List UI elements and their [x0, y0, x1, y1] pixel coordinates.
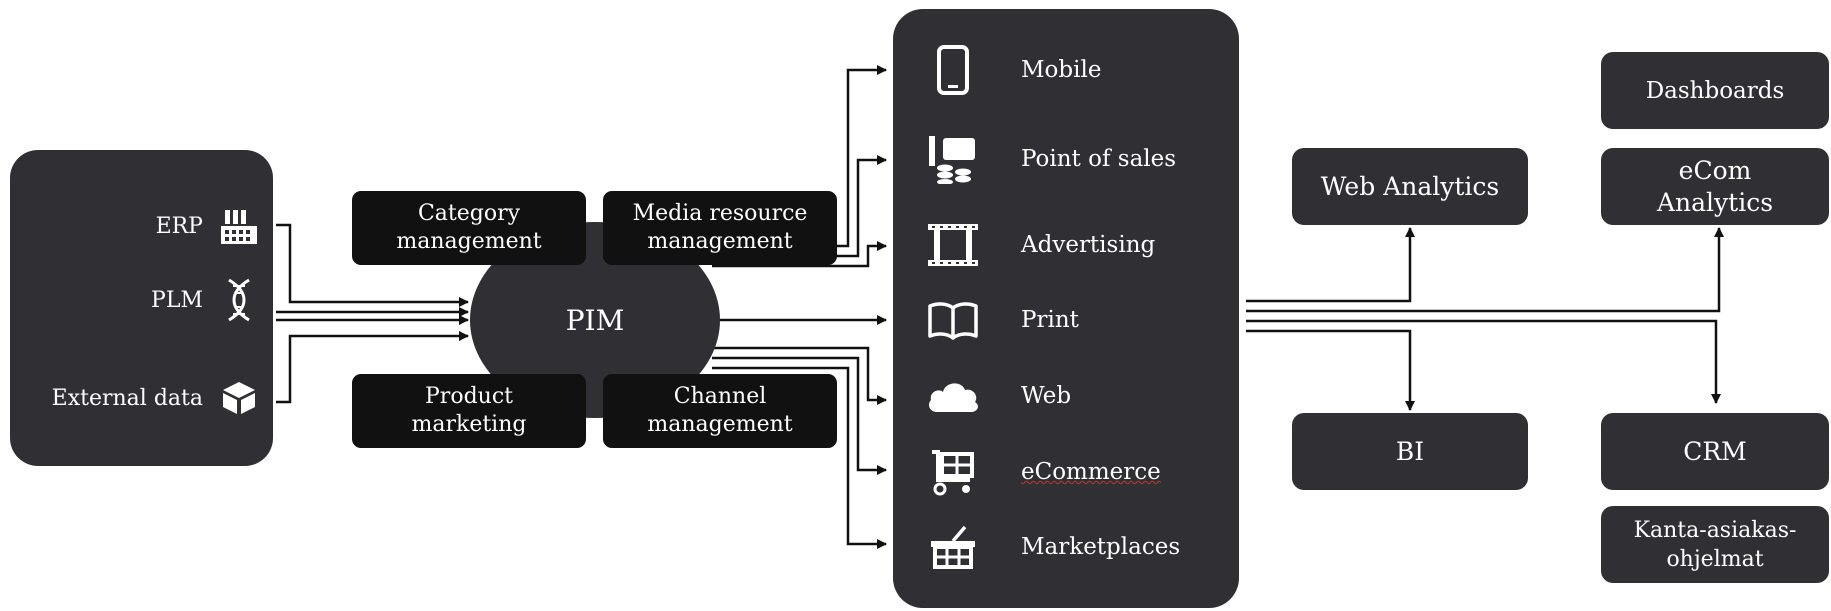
sources-panel: ERP PLM External data [10, 150, 273, 466]
shopping-cart-icon [923, 449, 983, 496]
pim-label: PIM [565, 303, 625, 337]
web-analytics-box: Web Analytics [1292, 148, 1528, 225]
channel-row-marketplaces: Marketplaces [923, 524, 1180, 570]
source-label-plm: PLM [151, 287, 203, 313]
factory-icon [219, 206, 259, 246]
pim-to-advertising-arrow [712, 241, 887, 268]
to-crm-arrow [1246, 319, 1721, 404]
pim-to-web-arrow [712, 346, 887, 405]
external-to-pim-arrow [276, 331, 469, 404]
dashboards-box: Dashboards [1601, 52, 1829, 129]
channel-row-mobile: Mobile [923, 45, 1102, 95]
channel-row-advertising: Advertising [923, 222, 1155, 268]
channel-label-mobile: Mobile [1021, 57, 1102, 83]
to-bi-arrow [1246, 329, 1415, 411]
film-strip-icon [923, 222, 983, 268]
to-web-analytics-arrow [1246, 227, 1415, 303]
source-row-external: External data [52, 378, 259, 418]
cube-icon [219, 378, 259, 418]
channel-label-ecommerce: eCommerce [1021, 459, 1161, 485]
channel-label-print: Print [1021, 307, 1079, 333]
module-channel-management: Channel management [603, 374, 837, 448]
channel-row-ecommerce: eCommerce [923, 449, 1161, 496]
channel-row-web: Web [923, 373, 1071, 419]
pim-to-marketplaces-arrow [712, 366, 887, 549]
pim-to-ecommerce-arrow [712, 356, 887, 475]
crm-box: CRM [1601, 413, 1829, 490]
ecom-analytics-box: eCom Analytics [1601, 148, 1829, 225]
channel-label-web: Web [1021, 383, 1072, 409]
bi-box: BI [1292, 413, 1528, 490]
source-label-external: External data [51, 385, 203, 411]
open-book-icon [923, 297, 983, 343]
basket-icon [923, 524, 983, 570]
channel-label-advertising: Advertising [1021, 232, 1156, 258]
loyalty-program-box: Kanta-asiakas-ohjelmat [1601, 506, 1829, 583]
source-row-erp: ERP [156, 206, 259, 246]
to-ecom-analytics-arrow [1246, 227, 1724, 313]
module-product-marketing: Product marketing [352, 374, 586, 448]
erp-to-pim-arrow [276, 223, 469, 307]
source-row-plm: PLM [151, 278, 259, 322]
source-label-erp: ERP [155, 213, 203, 239]
channels-panel: Mobile Point of sales Advertising Print … [893, 9, 1239, 608]
mobile-phone-icon [923, 45, 983, 95]
channel-row-print: Print [923, 297, 1079, 343]
channel-label-marketplaces: Marketplaces [1021, 534, 1181, 560]
cloud-icon [923, 373, 983, 419]
module-media-resource-management: Media resource management [603, 191, 837, 265]
channel-label-pos: Point of sales [1021, 146, 1177, 172]
cash-register-icon [923, 136, 983, 184]
dna-icon [219, 278, 259, 322]
module-category-management: Category management [352, 191, 586, 265]
channel-row-pos: Point of sales [923, 136, 1177, 184]
